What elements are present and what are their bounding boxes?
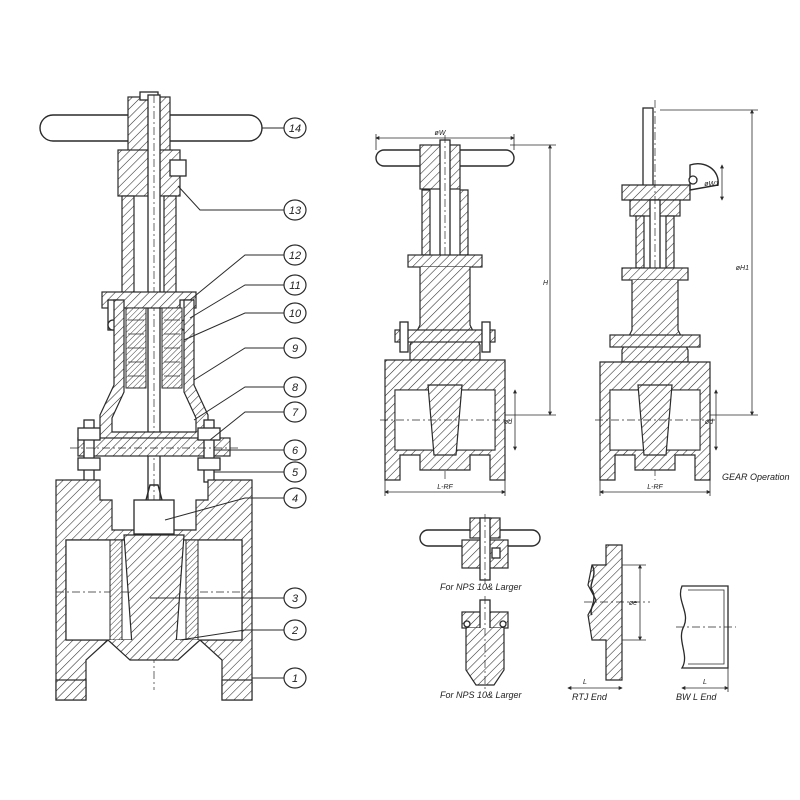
- dim-rtj-e: øe: [629, 600, 637, 607]
- detail-nps-top: For NPS 10& Larger: [419, 514, 541, 592]
- callout-13: 13: [283, 199, 307, 221]
- callout-1: 1: [283, 667, 307, 689]
- dim-l-rf: L-RF: [437, 484, 453, 491]
- callout-9: 9: [283, 337, 307, 359]
- callout-3: 3: [283, 587, 307, 609]
- dim-w1: øW1: [704, 181, 719, 188]
- dim-h: H: [543, 280, 549, 287]
- callout-4: 4: [283, 487, 307, 509]
- svg-text:4: 4: [292, 493, 298, 505]
- handwheel-view: øW H ød L-RF: [375, 130, 556, 496]
- gear-operation-view: øW1 øH1 ød L-RF GEAR Operation: [595, 100, 790, 496]
- svg-text:11: 11: [289, 280, 300, 292]
- callout-leaders: [150, 127, 285, 679]
- bonnet-flange: [77, 437, 231, 457]
- dim-gear-l-rf: L-RF: [647, 484, 663, 491]
- svg-text:5: 5: [292, 467, 299, 479]
- svg-text:7: 7: [292, 407, 299, 419]
- caption-gear-operation: GEAR Operation: [722, 472, 790, 482]
- callout-7: 7: [283, 401, 307, 423]
- dim-gear-d: ød: [705, 419, 714, 426]
- gland-flange: [101, 291, 197, 309]
- detail-bw-end: L BW L End: [676, 585, 736, 702]
- caption-nps-bottom: For NPS 10& Larger: [440, 690, 523, 700]
- svg-text:8: 8: [292, 382, 299, 394]
- callout-8: 8: [283, 376, 307, 398]
- svg-text:13: 13: [289, 205, 302, 217]
- seat-ring-left: [109, 539, 123, 641]
- callout-12: 12: [283, 244, 307, 266]
- dim-rtj-l: L: [583, 679, 587, 686]
- main-sectional-view: [39, 91, 263, 701]
- svg-text:9: 9: [292, 343, 298, 355]
- wedge: [123, 534, 185, 646]
- caption-nps-top: For NPS 10& Larger: [440, 582, 523, 592]
- svg-text:1: 1: [292, 673, 298, 685]
- detail-nps-bottom: For NPS 10& Larger: [440, 596, 523, 700]
- seat-ring-right: [185, 539, 199, 641]
- caption-rtj-end: RTJ End: [572, 692, 608, 702]
- svg-text:14: 14: [289, 123, 301, 135]
- caption-bw-end: BW L End: [676, 692, 717, 702]
- detail-rtj-end: øe L RTJ End: [567, 544, 650, 702]
- svg-text:12: 12: [289, 250, 301, 262]
- svg-text:3: 3: [292, 593, 299, 605]
- callout-14: 14: [283, 117, 307, 139]
- dim-h1: øH1: [736, 265, 749, 272]
- dim-bw-l: L: [703, 679, 707, 686]
- dim-w: øW: [435, 130, 447, 137]
- callout-6: 6: [283, 439, 307, 461]
- svg-text:6: 6: [292, 445, 299, 457]
- yoke-arms: [121, 195, 177, 301]
- callout-10: 10: [283, 302, 307, 324]
- callout-11: 11: [283, 274, 307, 296]
- callout-2: 2: [283, 619, 307, 641]
- dim-d: ød: [504, 419, 513, 426]
- callout-5: 5: [283, 461, 307, 483]
- callout-bubbles: 14 13 12 11 10 9 8 7 6 5 4 3 2 1: [283, 117, 307, 689]
- svg-text:2: 2: [291, 625, 298, 637]
- svg-text:10: 10: [289, 308, 302, 320]
